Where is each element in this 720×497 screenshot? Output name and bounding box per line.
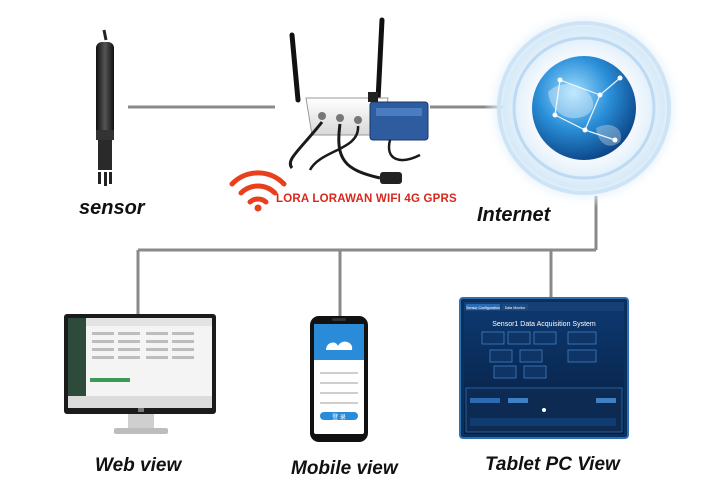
monitor-icon [64, 314, 216, 434]
web-view-label: Web view [95, 455, 182, 476]
lora-gateway-icon [288, 17, 429, 184]
tablet-screen-title: Sensor1 Data Acquisition System [492, 321, 596, 328]
wifi-signal-icon [229, 170, 287, 212]
tablet-tab-data-monitor: Data Monitor [505, 306, 526, 310]
mobile-view-label: Mobile view [291, 458, 398, 479]
protocols-label: LORA LORAWAN WIFI 4G GPRS [276, 193, 457, 205]
sensor-probe-icon [96, 29, 114, 186]
sensor-label: sensor [79, 197, 145, 219]
tablet-icon: Sensor Configuration Data Monitor Sensor… [459, 297, 629, 439]
smartphone-icon: 登 录 [310, 316, 368, 442]
globe-icon [484, 8, 684, 208]
tablet-tab-sensor-configuration: Sensor Configuration [466, 306, 500, 310]
tablet-view-label: Tablet PC View [485, 454, 620, 475]
login-button-label: 登 录 [332, 413, 346, 421]
internet-label: Internet [477, 204, 551, 226]
